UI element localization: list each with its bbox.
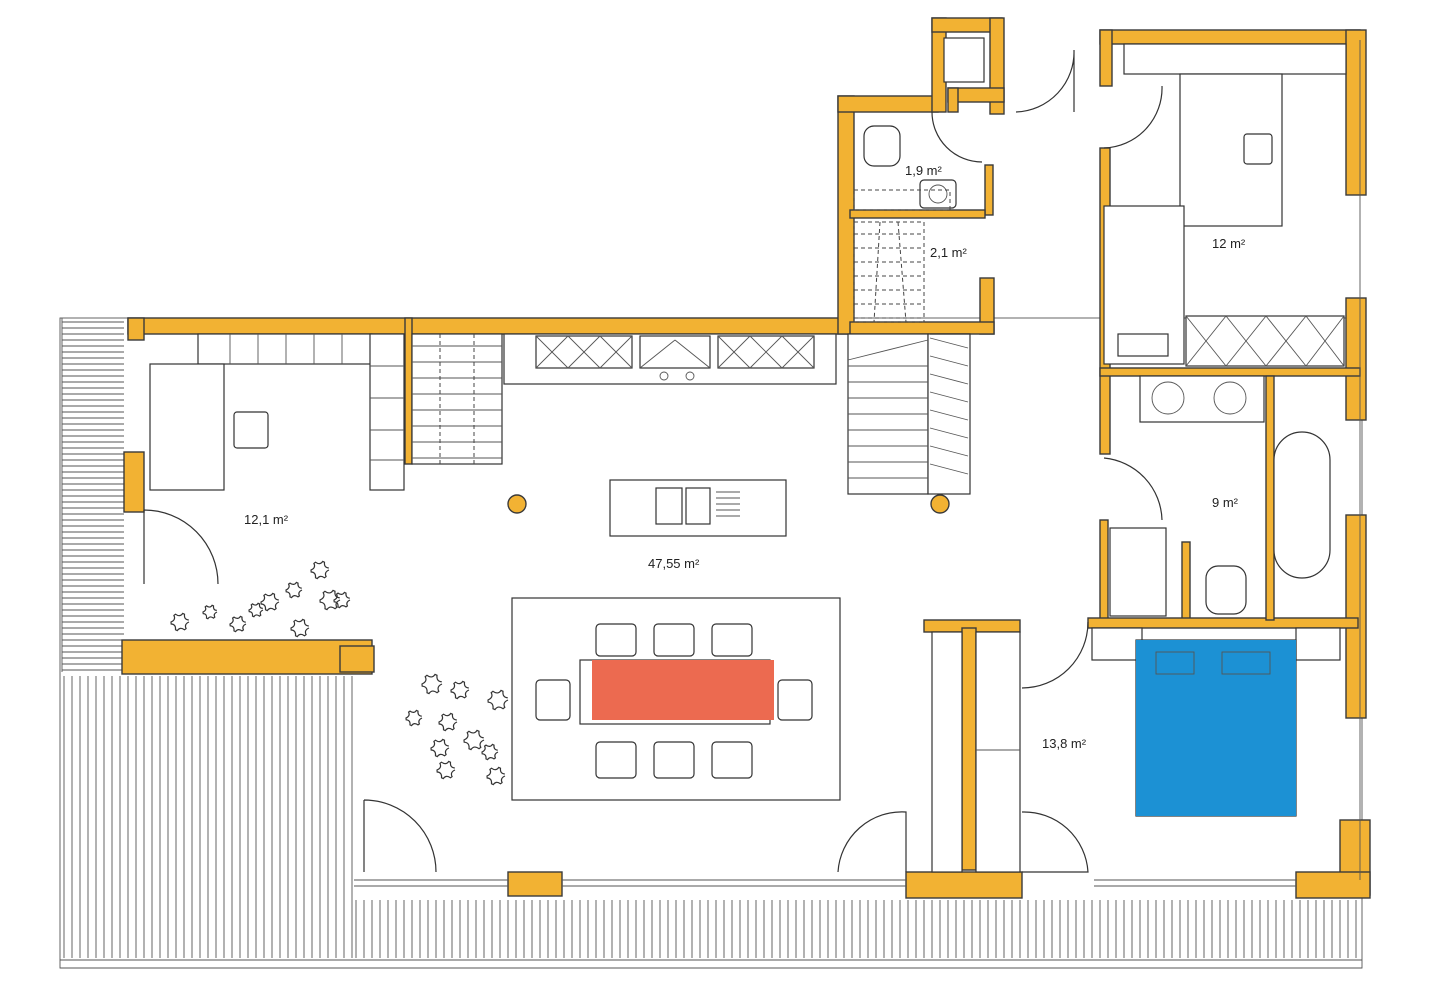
doors [143,49,1163,873]
dining-chairs [535,623,813,779]
dining-table [579,659,774,725]
room-area-study: 12,1 m² [244,512,289,527]
master-bedroom-furniture [931,627,1341,873]
room-area-wc: 1,9 m² [905,163,943,178]
kitchen-counter [503,333,837,385]
dining-table-highlight [592,660,774,720]
terrace-deck-bottom [63,676,1357,958]
room-area-bedroom-master: 13,8 m² [1042,736,1087,751]
room-area-bedroom-2: 12 m² [1212,236,1246,251]
stair-right [847,333,971,495]
column [507,494,527,514]
study-furniture [149,333,405,491]
terrace-deck-left [61,318,124,672]
bed-highlight [1136,640,1296,816]
column [930,494,950,514]
bedroom-2-furniture [1103,43,1347,367]
plants [170,560,509,786]
room-area-storage: 2,1 m² [930,245,968,260]
bathroom-fixtures [1109,375,1331,617]
stair-left [411,333,503,465]
room-area-bathroom: 9 m² [1212,495,1239,510]
window-frames [354,40,1361,887]
walls [121,17,1371,899]
kitchen-island [609,479,787,537]
room-area-living-kitchen: 47,55 m² [648,556,700,571]
wc-fixtures [853,125,957,211]
stair-storage [853,221,925,323]
